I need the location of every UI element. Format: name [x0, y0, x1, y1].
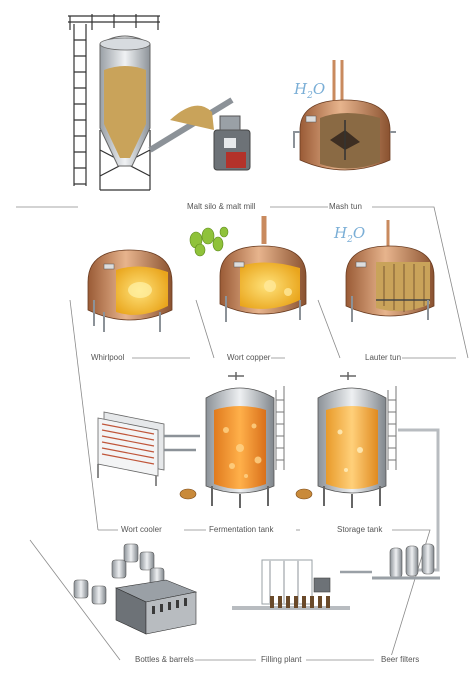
- fermentation-tank-illustration: [179, 372, 285, 508]
- storage-tank-illustration: [295, 372, 440, 572]
- water-symbol-o: O: [352, 224, 366, 242]
- wort-copper-illustration: [219, 216, 307, 322]
- flow-line-storage-to-filters: [389, 529, 431, 661]
- whirlpool-illustration: [87, 249, 173, 332]
- label-filling-plant: Filling plant: [260, 655, 303, 664]
- flow-line-lauter-to-copper: [317, 299, 341, 359]
- beer-filters-illustration: [340, 543, 440, 580]
- label-bottles-barrels: Bottles & barrels: [134, 655, 195, 664]
- wort-cooler-illustration: [97, 411, 200, 486]
- label-fermentation-tank: Fermentation tank: [208, 525, 275, 534]
- label-whirlpool: Whirlpool: [90, 353, 126, 362]
- flow-line-to-bottles: [29, 539, 121, 661]
- mash-tun-illustration: [293, 60, 396, 171]
- water-symbol-h: H: [294, 80, 308, 98]
- label-wort-cooler: Wort cooler: [120, 525, 163, 534]
- label-malt-silo: Malt silo & malt mill: [186, 202, 257, 211]
- label-wort-copper: Wort copper: [226, 353, 272, 362]
- bottles-barrels-illustration: [73, 543, 198, 635]
- flow-line-to-lauter: [372, 206, 469, 359]
- lauter-tun-illustration: [345, 220, 435, 322]
- water-symbol-o: O: [312, 80, 326, 98]
- water-symbol-mash: H2O: [294, 80, 325, 101]
- flow-line-copper-to-whirlpool: [195, 299, 215, 359]
- label-storage-tank: Storage tank: [336, 525, 384, 534]
- malt-silo-illustration: [68, 14, 251, 191]
- water-symbol-h: H: [334, 224, 348, 242]
- label-beer-filters: Beer filters: [380, 655, 421, 664]
- filling-plant-illustration: [232, 559, 350, 610]
- hops-illustration: [189, 226, 229, 257]
- water-symbol-subscript: 2: [307, 91, 313, 101]
- label-lauter-tun: Lauter tun: [364, 353, 403, 362]
- flow-lines: [16, 206, 469, 661]
- flow-line-whirlpool-to-cooler: [69, 299, 99, 531]
- water-symbol-lauter: H2O: [334, 224, 365, 245]
- label-mash-tun: Mash tun: [328, 202, 363, 211]
- water-symbol-subscript: 2: [347, 235, 353, 245]
